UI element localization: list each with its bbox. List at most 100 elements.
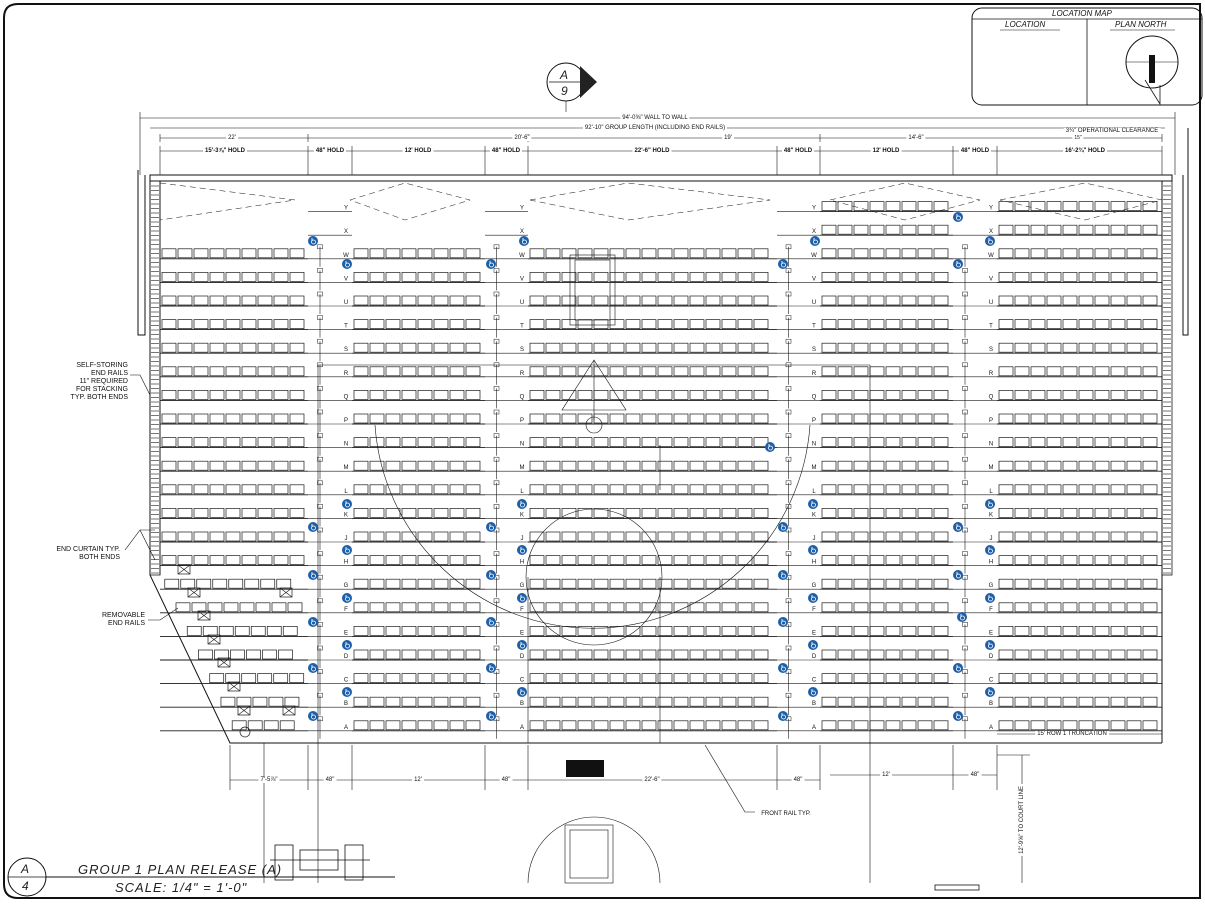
- seat: [1014, 555, 1030, 565]
- row-label: R: [344, 371, 349, 377]
- seat: [1014, 272, 1030, 282]
- row-label: A: [520, 725, 524, 731]
- seat: [641, 555, 657, 565]
- row-label: G: [989, 583, 994, 589]
- dim-h3: 12' HOLD: [402, 148, 434, 154]
- seat: [917, 696, 933, 707]
- seat: [241, 272, 257, 282]
- seat: [369, 413, 385, 424]
- seat: [353, 508, 369, 518]
- wheelchair-icon: [342, 687, 352, 697]
- seat: [1030, 248, 1046, 259]
- row-label: L: [812, 489, 816, 495]
- seat: [289, 673, 305, 683]
- seat: [433, 508, 449, 518]
- seat: [465, 508, 481, 518]
- seat: [673, 295, 689, 306]
- seat: [933, 649, 949, 660]
- seat: [869, 437, 885, 447]
- seat: [561, 531, 577, 542]
- wheelchair-icon-wheel: [956, 714, 961, 720]
- seat: [1062, 319, 1078, 329]
- seat: [1078, 295, 1094, 306]
- seat: [433, 649, 449, 660]
- wheelchair-icon-wheel: [956, 573, 961, 579]
- seat: [433, 413, 449, 424]
- seat: [1046, 319, 1062, 329]
- seat: [161, 248, 177, 259]
- seat: [1014, 602, 1030, 613]
- aisle-rail-cap: [785, 504, 792, 509]
- row-label: M: [812, 465, 817, 471]
- seat: [1126, 602, 1142, 613]
- seat: [837, 366, 853, 377]
- wheelchair-icon-disc: [953, 570, 963, 580]
- seat: [545, 578, 561, 589]
- removable-rail-box: [207, 634, 221, 645]
- seat: [609, 437, 625, 447]
- seat: [257, 248, 273, 259]
- seat: [1046, 342, 1062, 353]
- seat: [689, 413, 705, 424]
- seat: [673, 248, 689, 259]
- seat: [369, 578, 385, 589]
- row-label: T: [989, 324, 993, 330]
- seat: [177, 413, 193, 424]
- seat: [1030, 508, 1046, 518]
- seat: [417, 531, 433, 542]
- seat: [869, 720, 885, 731]
- seat: [1142, 602, 1158, 613]
- seat: [885, 201, 901, 211]
- seat: [1110, 531, 1126, 542]
- wheelchair-icon-disc: [486, 259, 496, 269]
- seat: [1030, 413, 1046, 424]
- wheelchair-icon: [985, 545, 995, 555]
- top-dimensions: [139, 112, 1176, 175]
- seat: [1126, 696, 1142, 707]
- seat: [689, 366, 705, 377]
- seat: [1142, 720, 1158, 731]
- row-label: H: [989, 560, 993, 566]
- aisle-rail-cap: [317, 669, 323, 674]
- accessible-spaces: [308, 212, 995, 721]
- seat: [721, 272, 737, 282]
- seat: [433, 602, 449, 613]
- seat: [1110, 366, 1126, 377]
- row-label: X: [344, 229, 348, 235]
- seat: [1078, 366, 1094, 377]
- seat: [593, 248, 609, 259]
- seat: [721, 342, 737, 353]
- wheelchair-icon: [308, 522, 318, 532]
- seat: [225, 413, 241, 424]
- seat: [353, 342, 369, 353]
- aisle-rail-cap: [962, 268, 968, 273]
- seat: [369, 437, 385, 447]
- seat: [545, 295, 561, 306]
- seat: [225, 390, 241, 400]
- plan-title: GROUP 1 PLAN RELEASE (A): [78, 862, 283, 877]
- wheelchair-icon-disc: [517, 640, 527, 650]
- seat: [657, 696, 673, 707]
- seat: [609, 460, 625, 471]
- aisle-rail-cap: [317, 574, 323, 580]
- seat: [609, 366, 625, 377]
- aisle-rail-cap: [962, 338, 968, 344]
- seat: [262, 649, 277, 660]
- seat: [257, 342, 273, 353]
- seat: [901, 696, 917, 707]
- seat: [289, 413, 305, 424]
- seat: [737, 531, 753, 542]
- seat: [289, 295, 305, 306]
- seat: [401, 319, 417, 329]
- seat: [449, 295, 465, 306]
- seat: [385, 437, 401, 447]
- aisle-rail-cap: [317, 692, 323, 698]
- seat: [239, 602, 255, 613]
- seat: [753, 531, 769, 542]
- seat: [625, 460, 641, 471]
- seat: [998, 626, 1014, 636]
- seat: [689, 720, 705, 731]
- seat: [260, 578, 276, 589]
- seat: [401, 531, 417, 542]
- seat: [385, 720, 401, 731]
